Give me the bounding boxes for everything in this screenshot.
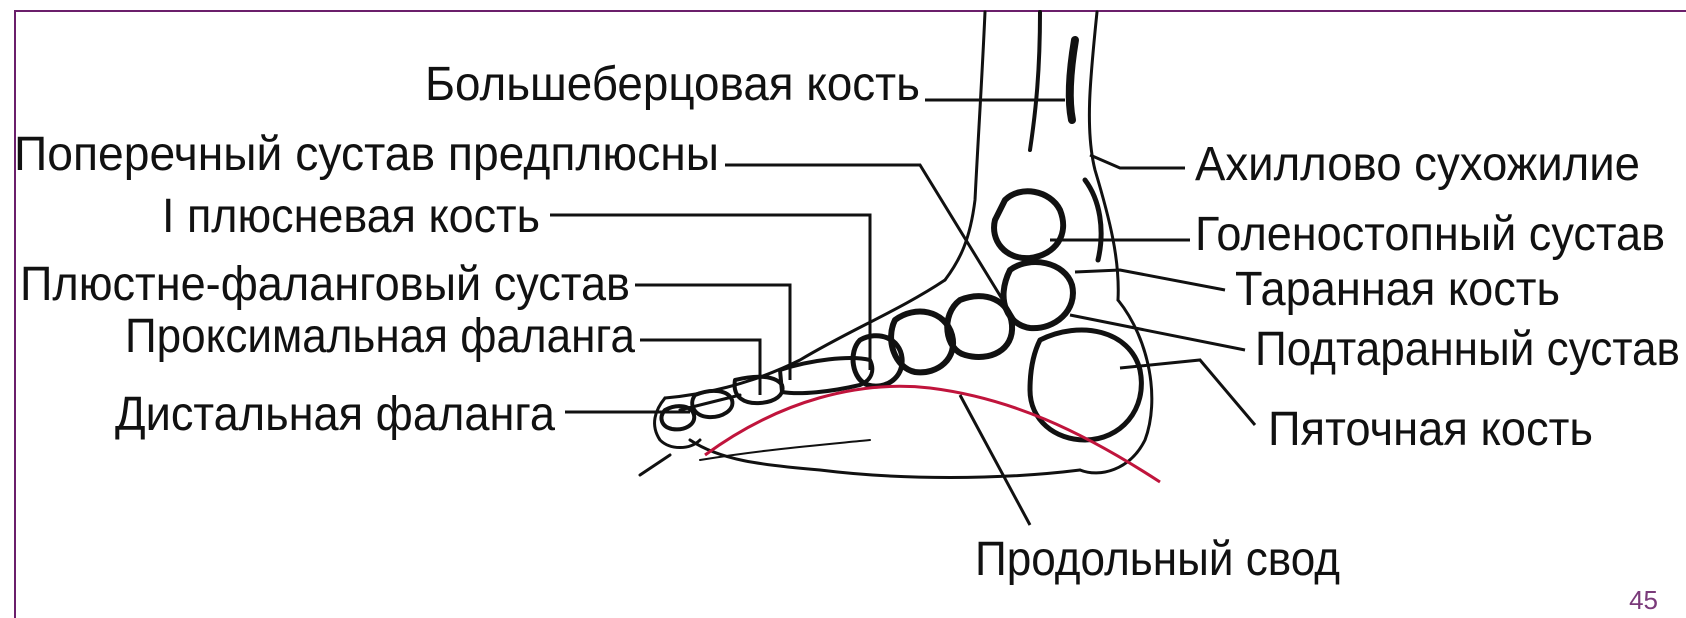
label-tibia: Большеберцовая кость xyxy=(425,58,920,111)
label-achilles: Ахиллово сухожилие xyxy=(1195,138,1640,191)
leader-achilles xyxy=(1090,155,1185,168)
label-distal-phalanx: Дистальная фаланга xyxy=(115,388,555,441)
leader-proximal-phalanx xyxy=(640,340,760,395)
label-calcaneus: Пяточная кость xyxy=(1268,403,1593,456)
leader-talus xyxy=(1075,270,1225,290)
leader-longitudinal-arch xyxy=(960,395,1030,525)
label-transverse-joint: Поперечный сустав предплюсны xyxy=(14,128,719,181)
labels: Большеберцовая кость Поперечный сустав п… xyxy=(14,58,1680,586)
label-talus: Таранная кость xyxy=(1235,263,1560,316)
label-longitudinal-arch: Продольный свод xyxy=(975,533,1340,586)
label-ankle-joint: Голеностопный сустав xyxy=(1195,208,1665,261)
label-mtp-joint: Плюстне-фаланговый сустав xyxy=(20,258,630,311)
page-number: 45 xyxy=(1629,585,1658,616)
label-proximal-phalanx: Проксимальная фаланга xyxy=(125,310,635,363)
label-subtalar-joint: Подтаранный сустав xyxy=(1255,323,1680,376)
label-first-metatarsal: I плюсневая кость xyxy=(162,190,540,243)
leader-mtp-joint xyxy=(635,285,790,380)
